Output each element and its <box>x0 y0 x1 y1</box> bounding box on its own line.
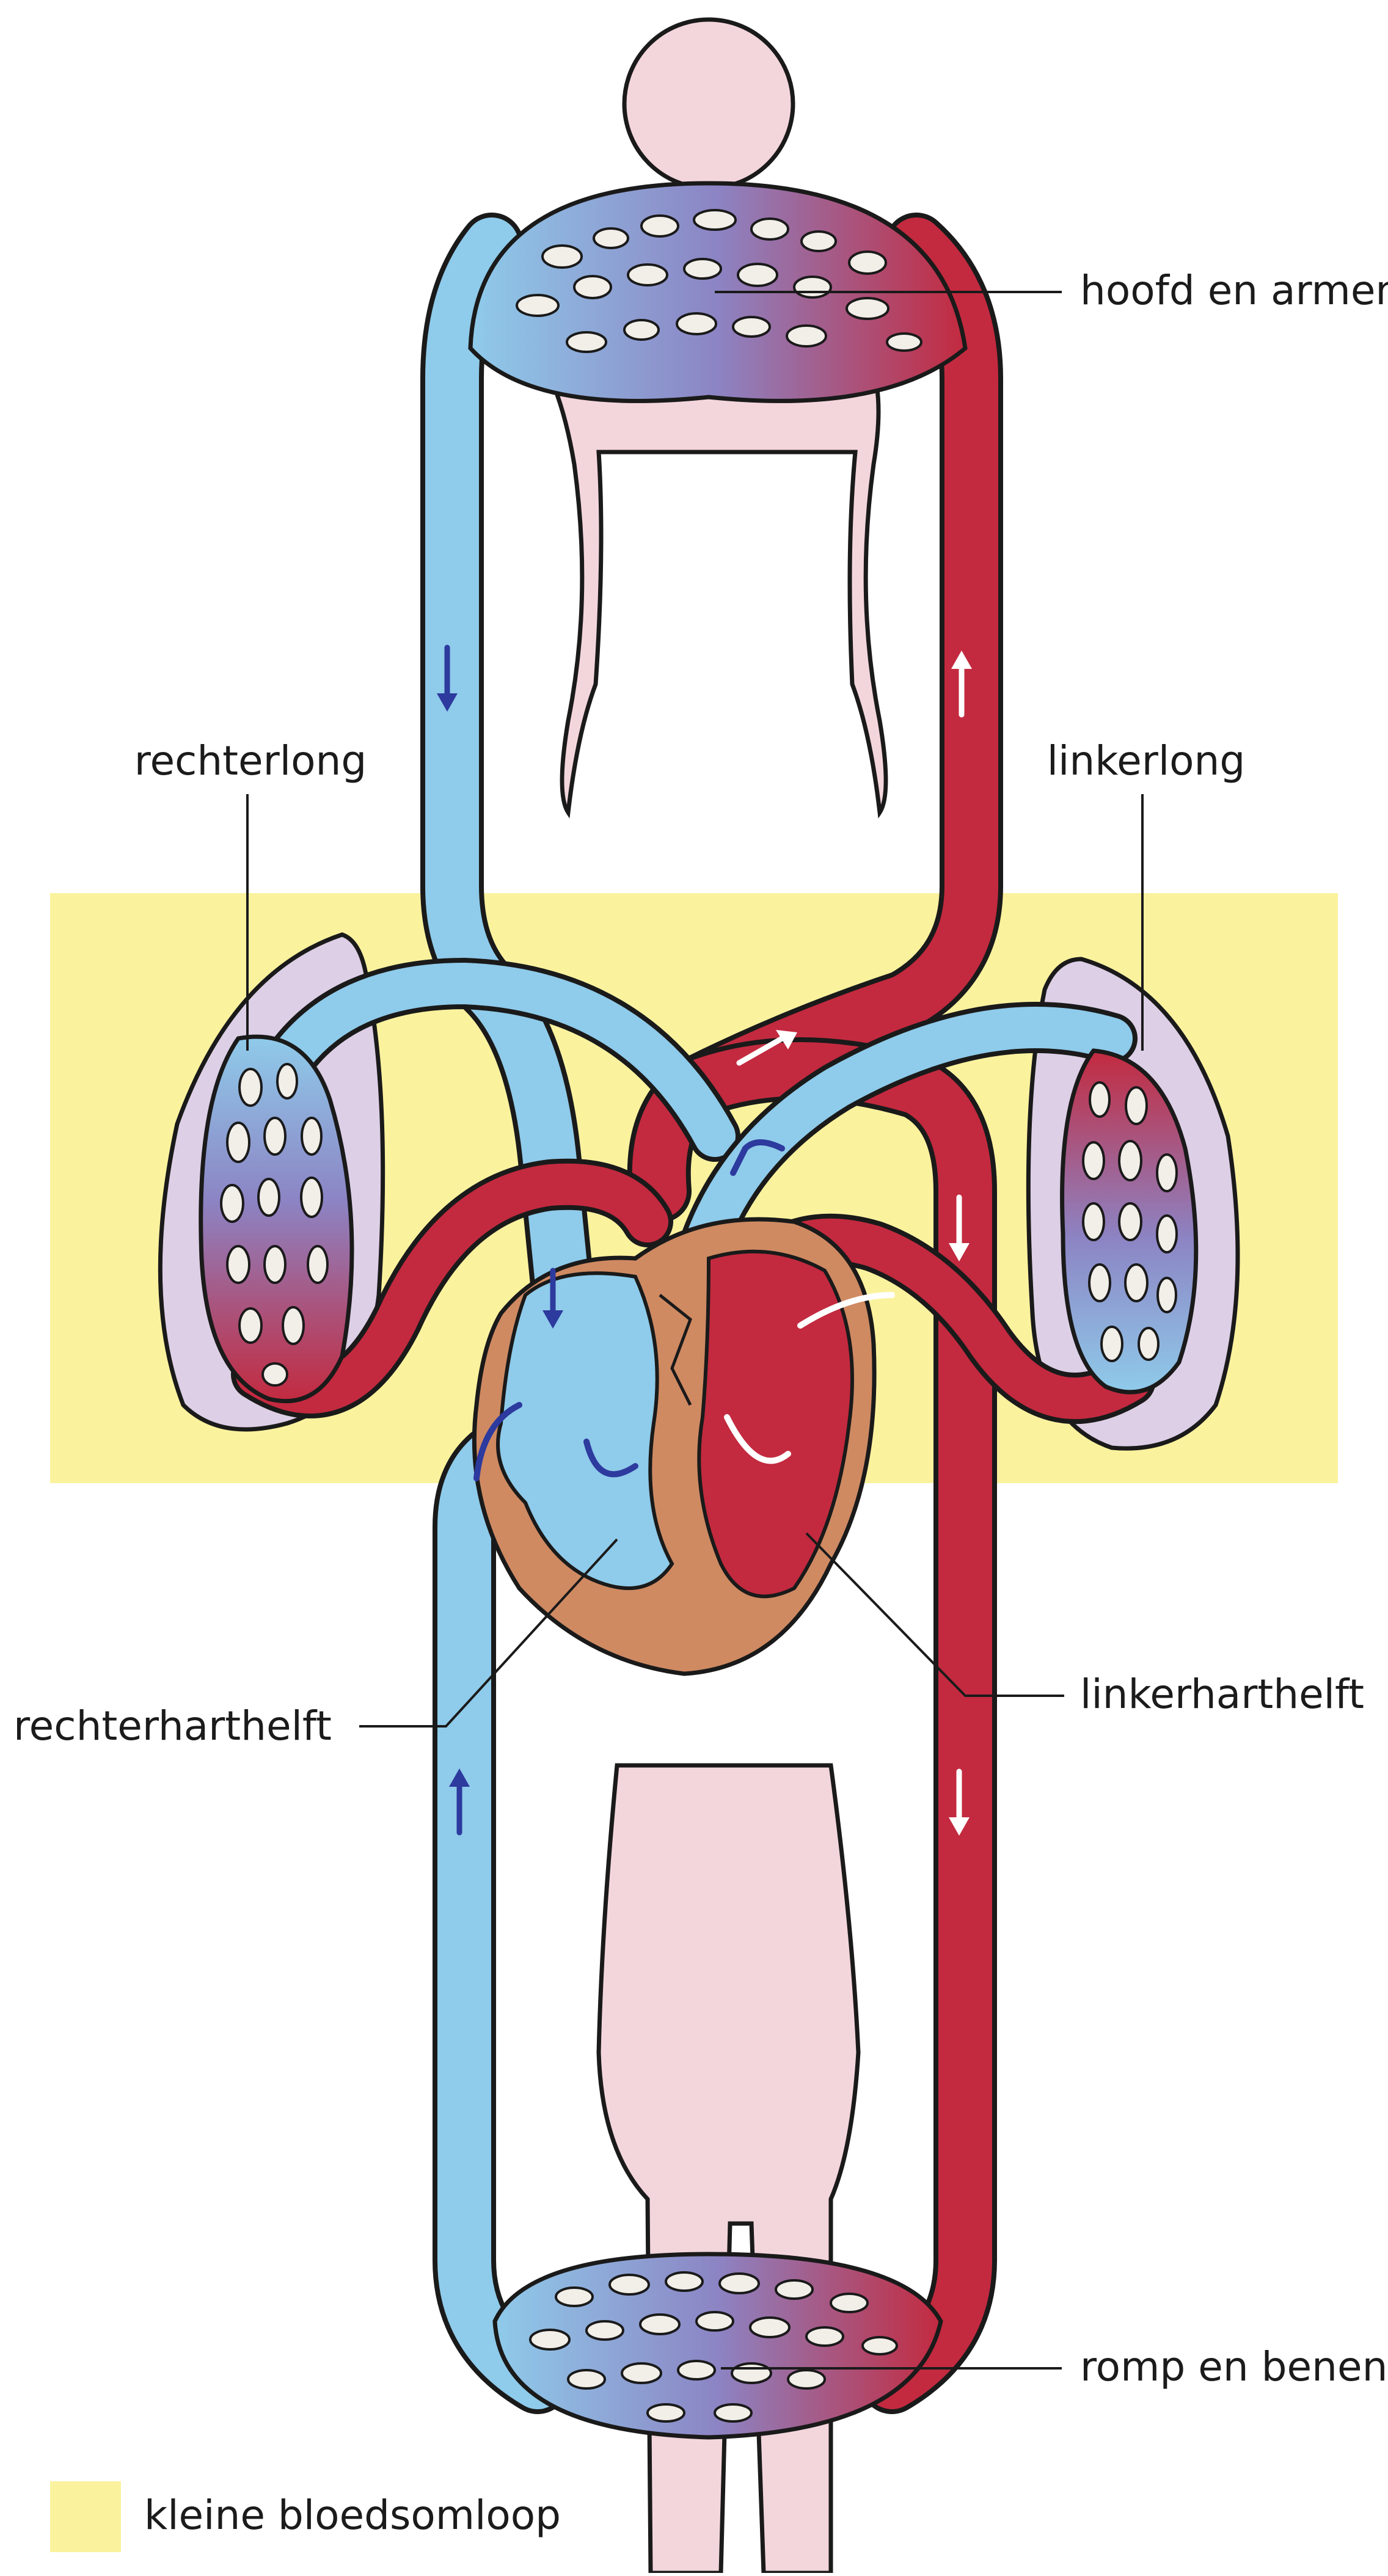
upper-body <box>538 354 886 812</box>
label-right-heart: rechterharthelft <box>13 1702 332 1750</box>
capillaries-trunk-legs <box>495 2254 941 2437</box>
label-trunk-legs: romp en benen <box>1080 2343 1387 2390</box>
lower-body <box>599 1765 858 2573</box>
legend: kleine bloedsomloop <box>50 2481 561 2552</box>
label-left-heart: linkerharthelft <box>1080 1671 1364 1718</box>
label-right-lung: rechterlong <box>134 737 367 784</box>
heart <box>474 1219 874 1674</box>
head <box>624 20 793 188</box>
label-head-arms: hoofd en armen <box>1080 267 1388 314</box>
legend-label-pulmonary: kleine bloedsomloop <box>144 2492 561 2539</box>
legend-swatch-pulmonary <box>50 2481 121 2552</box>
label-left-lung: linkerlong <box>1047 737 1246 784</box>
